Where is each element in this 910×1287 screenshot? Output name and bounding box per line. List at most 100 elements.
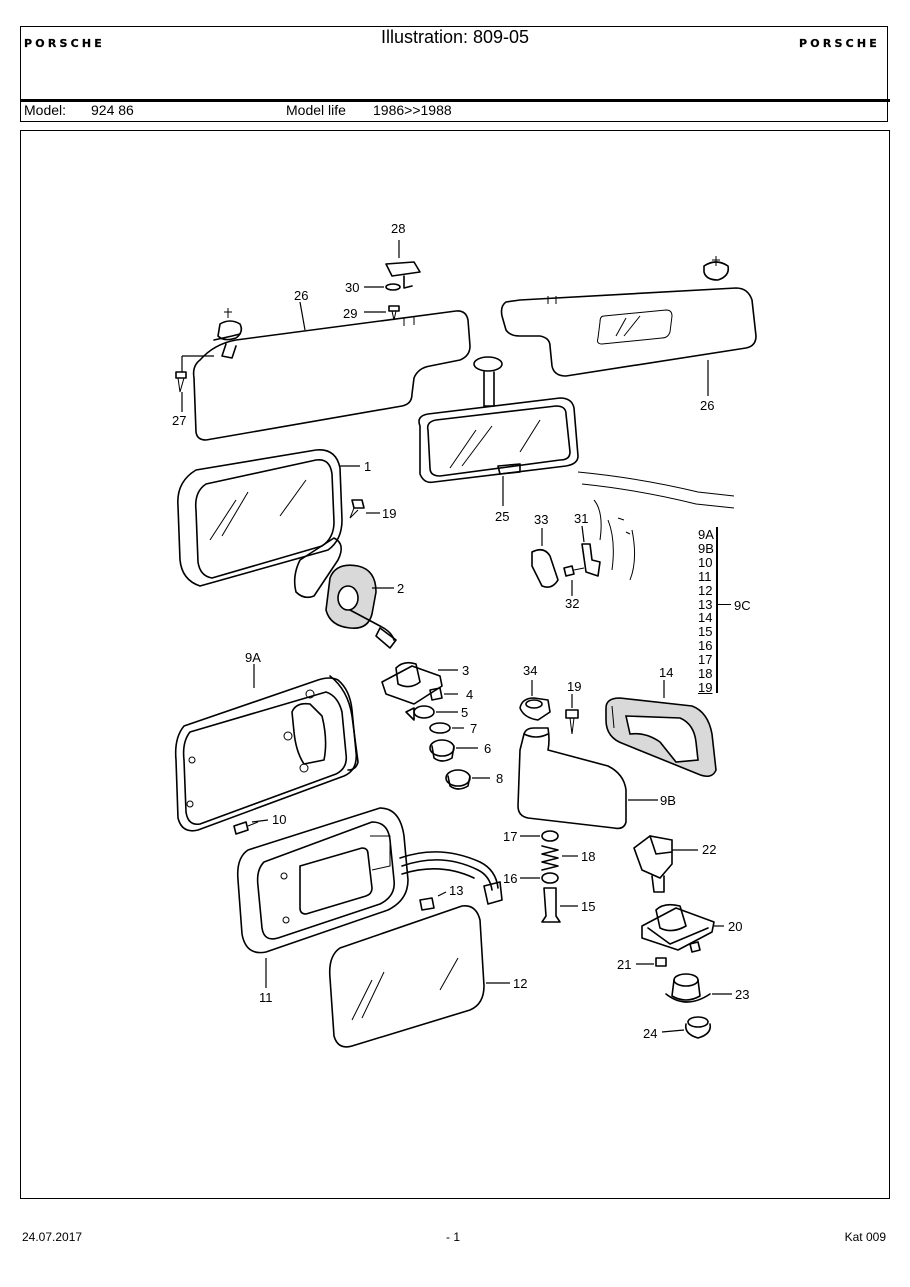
spring-18 — [541, 845, 559, 871]
callout-16: 16 — [503, 871, 518, 886]
callout-11: 11 — [259, 990, 273, 1005]
callout-20: 20 — [728, 919, 743, 934]
gasket-14 — [605, 697, 717, 778]
cover-9B — [517, 727, 627, 830]
model-row: Model: 924 86 Model life 1986>>1988 — [20, 100, 888, 122]
model-label: Model: — [24, 102, 67, 118]
grommet-23 — [665, 973, 711, 1003]
callout-9B: 9B — [660, 793, 676, 808]
nut-21-a — [689, 941, 701, 953]
callout-32: 32 — [565, 596, 580, 611]
group-item: 13 — [698, 596, 713, 612]
callout-9A: 9A — [245, 650, 261, 665]
group-item: 18 — [698, 666, 713, 682]
callout-19-top: 19 — [382, 506, 397, 521]
washer-16 — [541, 872, 559, 884]
screw-13 — [419, 897, 435, 911]
group-item: 14 — [698, 610, 713, 626]
nut-4 — [429, 687, 443, 701]
callout-13: 13 — [449, 883, 464, 898]
callout-27: 27 — [172, 413, 187, 428]
screw-27 — [175, 371, 187, 393]
screw-32 — [563, 565, 585, 577]
sun-visor-left — [192, 308, 471, 441]
header-rule — [20, 99, 890, 102]
callout-22: 22 — [702, 842, 717, 857]
group-item: 9B — [698, 540, 714, 556]
group-item: 9A — [698, 527, 714, 542]
illustration-title: Illustration: 809-05 — [380, 27, 530, 47]
adjuster-6 — [429, 739, 455, 762]
callout-12: 12 — [513, 976, 528, 991]
group-item: 11 — [698, 568, 712, 584]
screw-19-top — [349, 499, 365, 519]
callout-14: 14 — [659, 665, 674, 680]
switch-22 — [633, 835, 673, 893]
group-bracket — [716, 527, 718, 693]
callout-31: 31 — [574, 511, 589, 526]
mirror-housing-9A — [174, 675, 359, 832]
mirror-base-3 — [381, 661, 443, 705]
callout-2: 2 — [397, 581, 405, 596]
callout-24: 24 — [643, 1026, 658, 1041]
callout-23: 23 — [735, 987, 750, 1002]
footer-page: - 1 — [446, 1230, 461, 1244]
screw-10 — [233, 821, 259, 835]
footer-catalog: Kat 009 — [844, 1230, 886, 1244]
clip-28 — [385, 261, 421, 289]
callout-18: 18 — [581, 849, 596, 864]
callout-25: 25 — [495, 509, 510, 524]
grommet-34 — [519, 697, 551, 721]
callout-26-right: 26 — [700, 398, 715, 413]
group-item: 16 — [698, 638, 713, 654]
callout-34: 34 — [523, 663, 538, 678]
bolt-15 — [541, 887, 561, 923]
callout-10: 10 — [272, 812, 287, 827]
callout-5: 5 — [461, 705, 469, 720]
mirror-glass-12 — [328, 904, 485, 1048]
ring-17 — [541, 830, 559, 842]
sun-visor-right — [500, 256, 757, 377]
group-item: 19 — [698, 679, 713, 695]
callout-17: 17 — [503, 829, 518, 844]
plate-20 — [641, 903, 715, 951]
callout-1: 1 — [364, 459, 372, 474]
callout-26-left: 26 — [294, 288, 309, 303]
model-life-value: 1986>>1988 — [373, 102, 452, 118]
callout-33: 33 — [534, 512, 549, 527]
grommet-24 — [684, 1016, 712, 1039]
bracket-31 — [581, 543, 601, 577]
porsche-logo-right: PORSCHE — [799, 37, 880, 50]
callout-21: 21 — [617, 957, 632, 972]
group-item: 12 — [698, 582, 713, 598]
callout-9C: 9C — [734, 598, 751, 613]
model-value: 924 86 — [91, 102, 134, 118]
illustration-frame — [20, 130, 890, 1199]
callout-8: 8 — [496, 771, 504, 786]
callout-29: 29 — [343, 306, 358, 321]
group-item: 17 — [698, 652, 713, 668]
washer-30 — [385, 283, 401, 291]
mirror-frame-11 — [236, 807, 503, 954]
callout-7: 7 — [470, 721, 478, 736]
interior-mirror-25 — [418, 356, 579, 484]
footer-date: 24.07.2017 — [22, 1230, 83, 1244]
callout-15: 15 — [581, 899, 596, 914]
gasket-2 — [325, 564, 397, 649]
group-bracket-tick — [717, 604, 731, 605]
callout-4: 4 — [466, 687, 474, 702]
nut-21-b — [655, 957, 667, 967]
callout-3: 3 — [462, 663, 470, 678]
nut-8 — [445, 769, 471, 790]
group-9C-list: 9A 9B 10 11 12 13 14 15 16 17 18 19 — [698, 528, 714, 695]
washer-7 — [429, 722, 451, 734]
cover-33 — [531, 548, 559, 588]
clip-5 — [405, 705, 435, 721]
porsche-logo-left: PORSCHE — [24, 37, 105, 50]
outer-mirror-1 — [177, 449, 360, 599]
model-life-label: Model life — [286, 102, 346, 118]
callout-6: 6 — [484, 741, 492, 756]
callout-19-mid: 19 — [567, 679, 582, 694]
group-item: 10 — [698, 554, 713, 570]
